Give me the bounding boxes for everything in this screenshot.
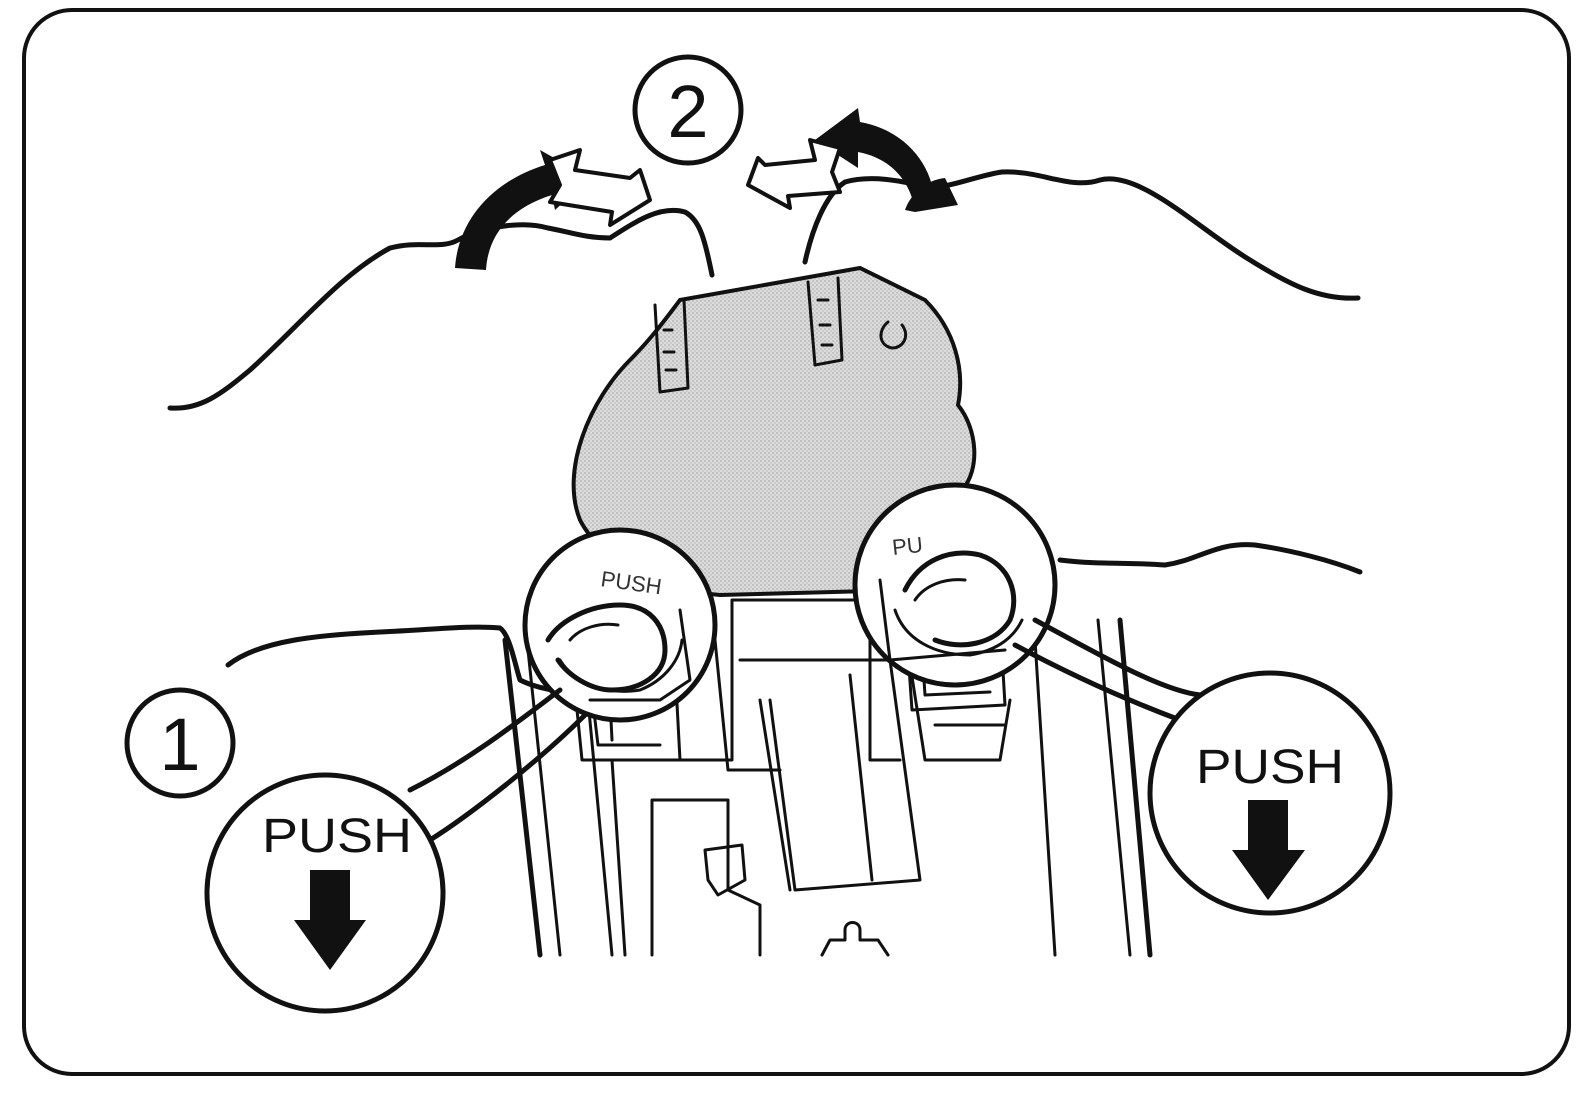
right-hand bbox=[805, 172, 1358, 298]
step-1-number: 1 bbox=[159, 703, 200, 786]
right-push-label: PUSH bbox=[1196, 741, 1344, 794]
lower-right-hand bbox=[1060, 545, 1360, 572]
right-magnifier: PU bbox=[855, 485, 1055, 685]
left-push-callout: PUSH bbox=[207, 775, 443, 1011]
left-magnifier: PUSH bbox=[525, 530, 715, 720]
step-2-number: 2 bbox=[667, 70, 708, 153]
step-1-marker: 1 bbox=[127, 690, 233, 796]
left-zigzag-arrow-icon bbox=[550, 150, 650, 225]
right-push-callout: PUSH bbox=[1150, 673, 1390, 913]
right-button-label: PU bbox=[891, 532, 924, 560]
right-zigzag-arrow-icon bbox=[748, 140, 840, 208]
step-2-marker: 2 bbox=[635, 57, 741, 163]
lower-left-hand bbox=[228, 627, 570, 695]
left-push-label: PUSH bbox=[262, 810, 412, 863]
